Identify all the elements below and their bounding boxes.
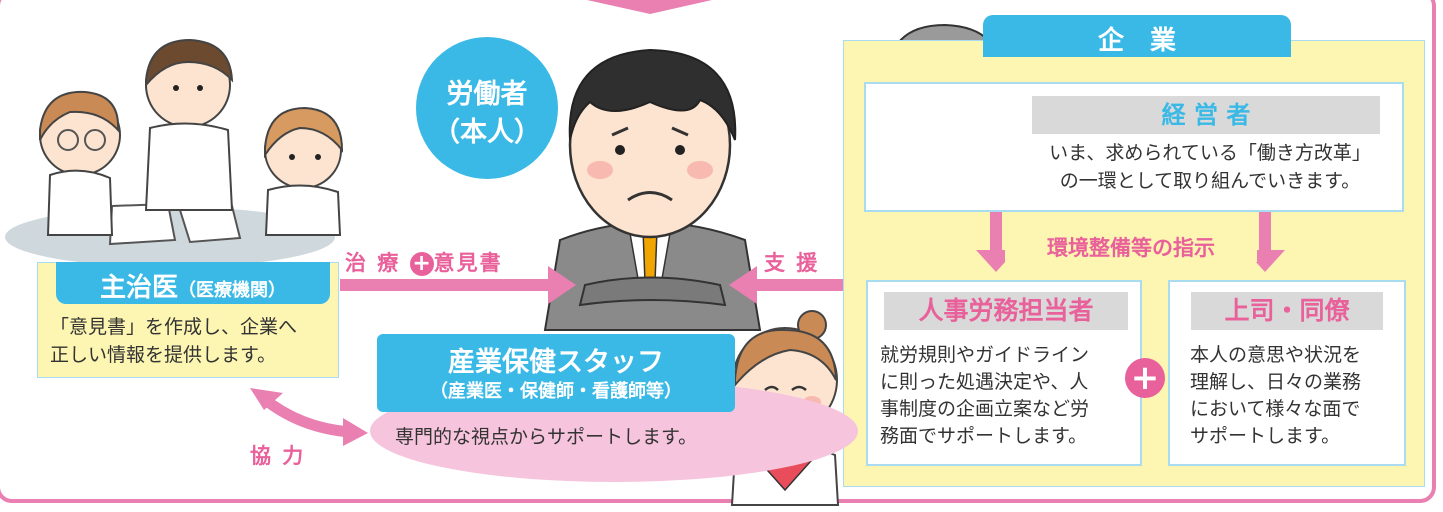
doctors-illustration: [5, 38, 344, 267]
enterprise-tab: [983, 15, 1291, 57]
treatment-label: 治 療 +意見書: [345, 247, 503, 277]
manager-desc-2: の一環として取り組んでいきます。: [1059, 170, 1361, 192]
enterprise-title: 企 業: [1097, 26, 1176, 56]
instruction-label: 環境整備等の指示: [1005, 232, 1257, 262]
worker-label-2: （本人）: [433, 117, 541, 148]
treatment-arrow-shaft: [340, 279, 550, 291]
cooperation-arrow: [259, 393, 351, 438]
staff-title: 産業保健スタッフ: [448, 347, 664, 378]
staff-desc: 専門的な視点からサポートします。: [395, 426, 698, 448]
doctor-title-bg: [56, 262, 330, 304]
staff-title-box: [377, 334, 735, 412]
cooperation-label: 協 力: [250, 444, 306, 468]
manager-desc-1: いま、求められている「働き方改革」: [1049, 142, 1371, 164]
worker-illustration: [543, 48, 762, 331]
staff-subtitle: （産業医・保健師・看護師等）: [430, 381, 682, 402]
hr-desc-2: に則った処遇決定や、人: [880, 371, 1089, 393]
manager-title: 経 営 者: [1032, 96, 1380, 134]
boss-desc-4: サポートします。: [1190, 425, 1341, 447]
hr-desc-3: 事制度の企画立案など労: [880, 398, 1090, 420]
support-label: 支 援: [764, 251, 820, 275]
instruction-arrow-left: [990, 212, 1002, 254]
boss-desc-2: 理解し、日々の業務: [1190, 371, 1362, 393]
treatment-text: 治 療: [345, 251, 401, 275]
hr-desc-1: 就労規則やガイドライン: [880, 344, 1090, 366]
doctor-title-main: 主治医: [99, 273, 178, 303]
support-arrow-head: [729, 266, 757, 304]
doctor-title: 主治医（医療機関）: [56, 267, 330, 304]
support-arrow-shaft: [755, 279, 843, 291]
treatment-arrow-head: [548, 266, 576, 304]
doctor-desc-2: 正しい情報を提供します。: [50, 344, 277, 366]
worker-badge: [416, 37, 558, 179]
outer-frame: [0, 0, 1436, 503]
plus-small-icon: +: [409, 252, 434, 276]
instruction-arrow-right: [1259, 212, 1271, 254]
doctor-desc-1: 「意見書」を作成し、企業へ: [50, 316, 298, 338]
opinion-text: 意見書: [433, 251, 503, 275]
boss-desc-1: 本人の意思や状況を: [1190, 344, 1362, 366]
hr-title: 人事労務担当者: [884, 292, 1128, 330]
boss-title: 上司・同僚: [1191, 292, 1383, 330]
worker-label-1: 労働者: [446, 79, 528, 110]
doctor-subtitle: （医療機関）: [178, 280, 286, 301]
hr-desc-4: 務面でサポートします。: [880, 425, 1088, 447]
boss-desc-3: において様々な面で: [1190, 398, 1361, 420]
plus-icon: +: [1125, 358, 1165, 398]
top-arrow: [587, 0, 712, 14]
